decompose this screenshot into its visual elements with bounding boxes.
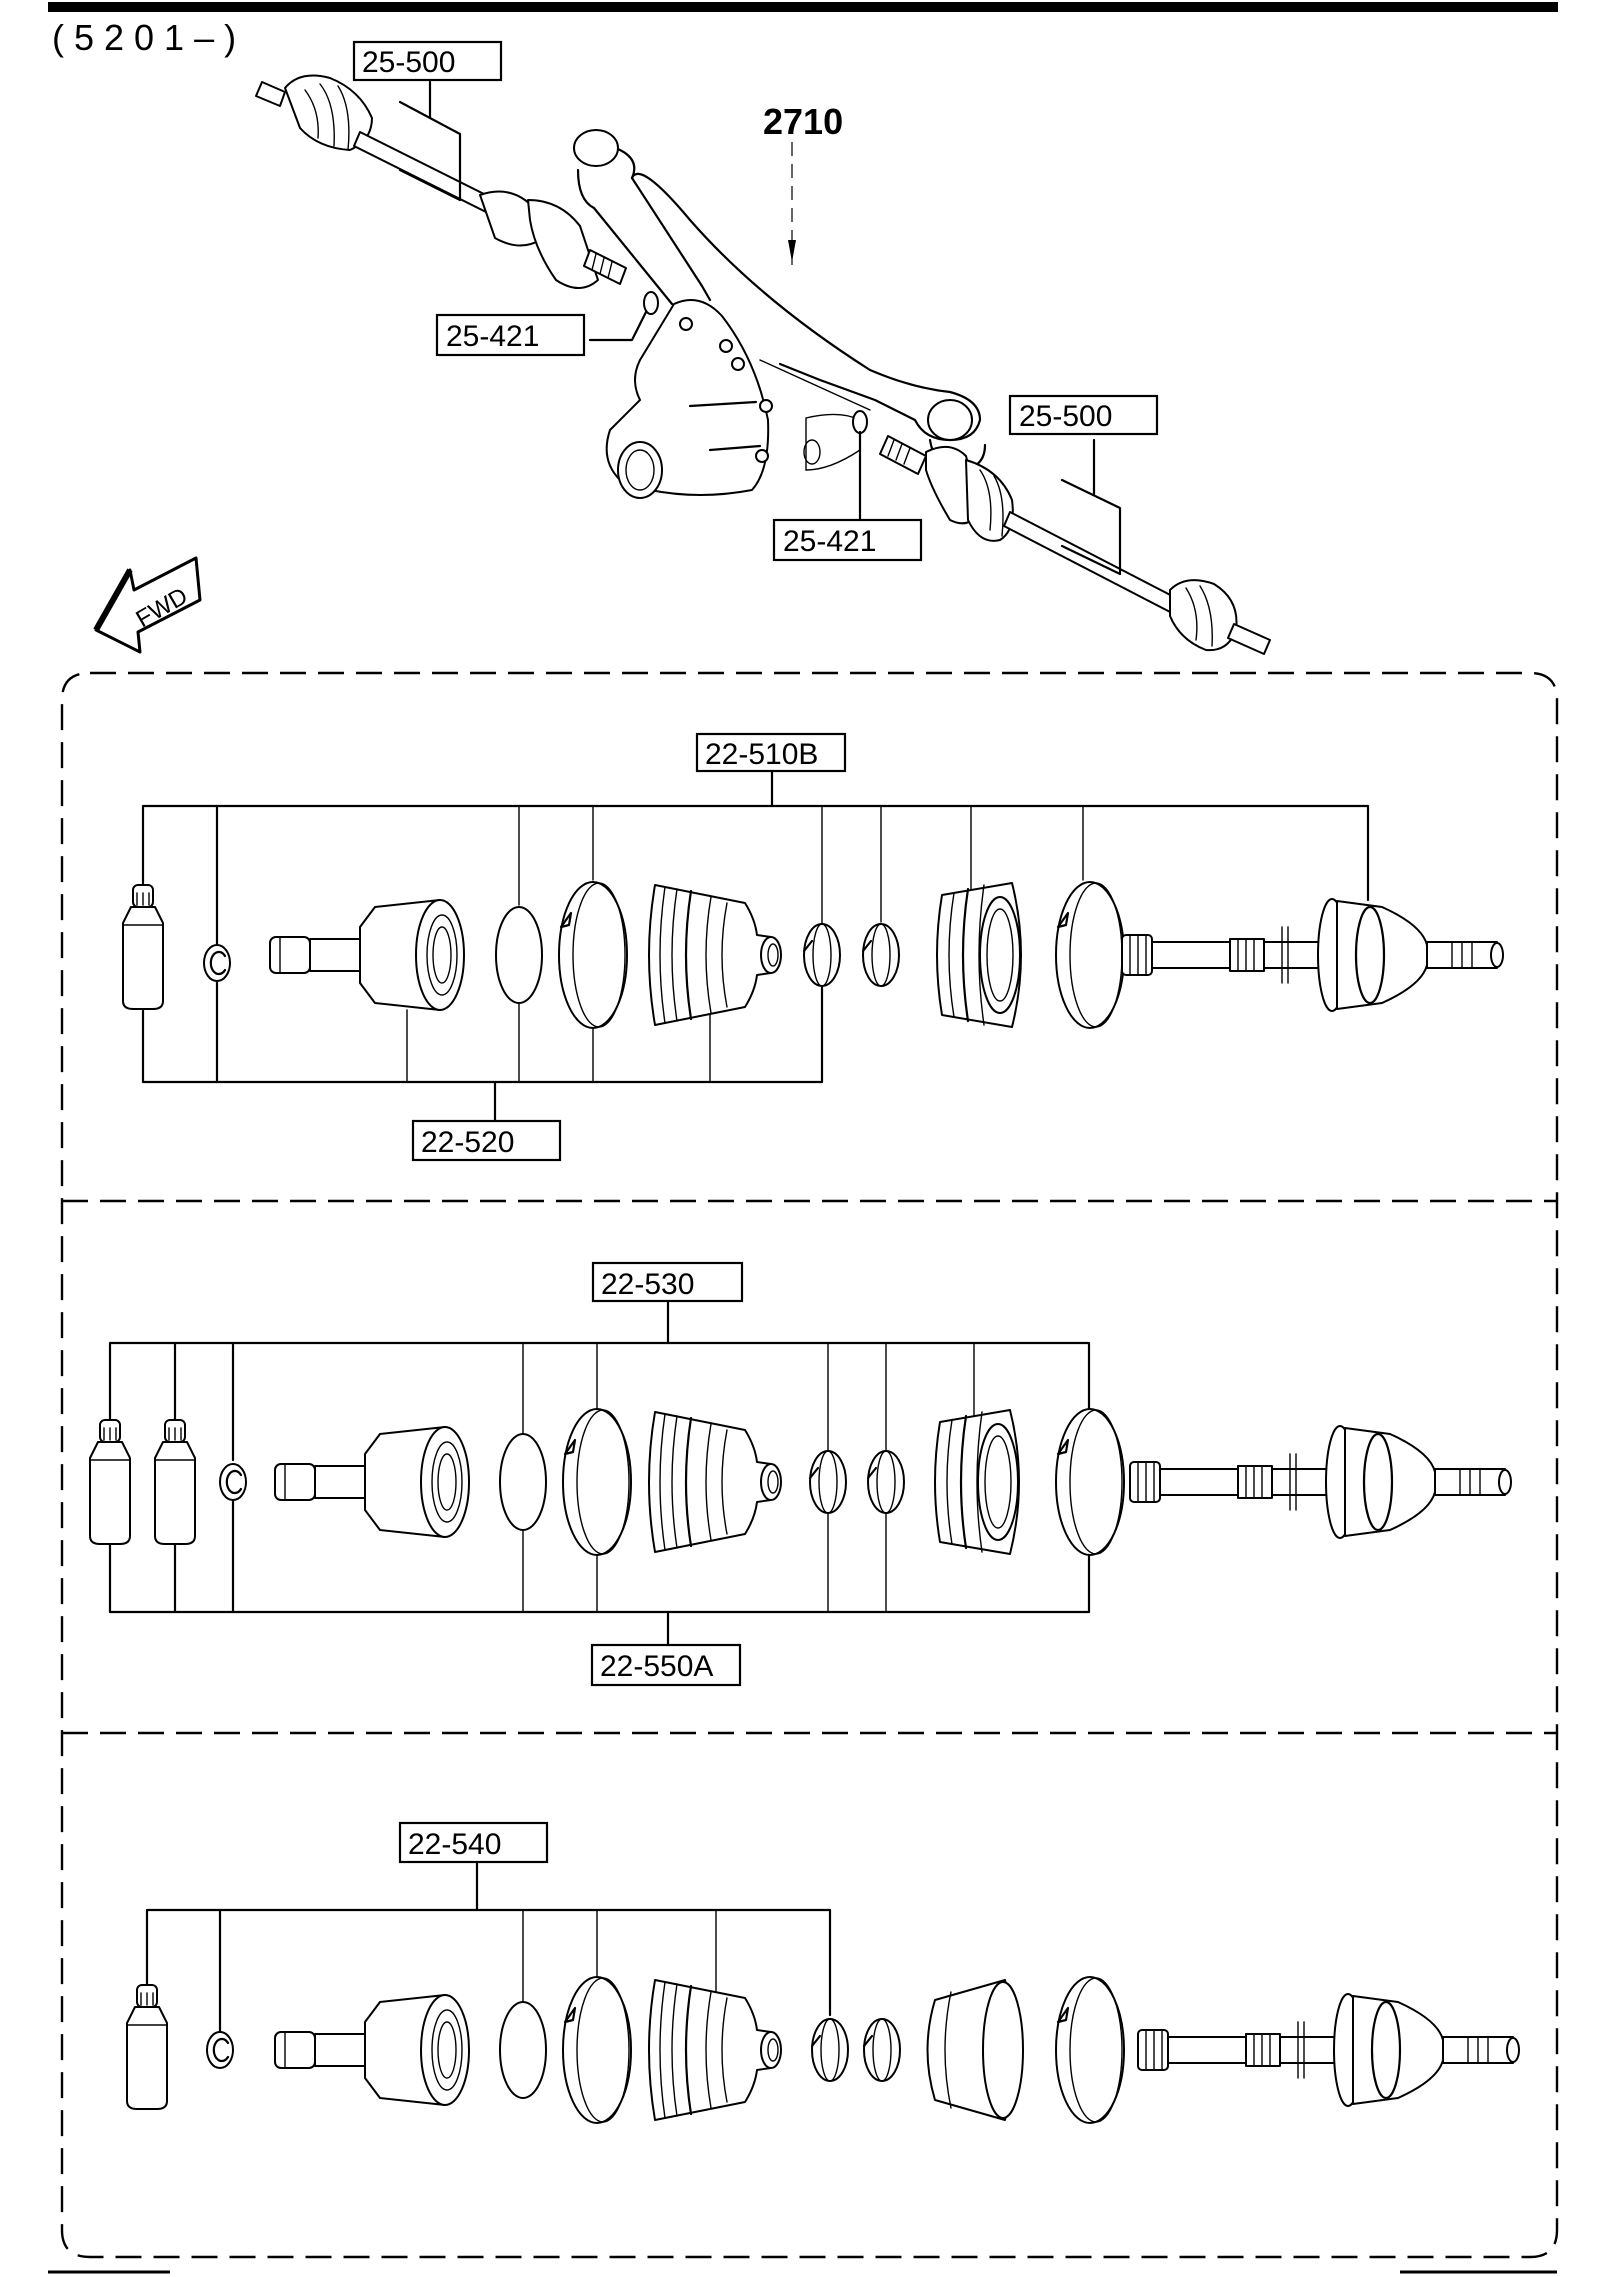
outer-boot-smooth	[926, 1979, 1024, 2121]
boot-band-large	[561, 1407, 633, 1557]
right-half-shaft	[879, 435, 1271, 655]
kit-panel	[60, 671, 1559, 2259]
circlip	[202, 943, 232, 983]
callout-22-540[interactable]: 22-540	[398, 1821, 549, 1864]
left-clip-ring	[643, 291, 659, 315]
boot-band-small-2	[866, 1449, 906, 1515]
grease-tube-2	[154, 1419, 196, 1545]
svg-text:25-421: 25-421	[783, 525, 876, 558]
o-ring	[499, 2001, 547, 2099]
left-half-shaft	[255, 74, 627, 289]
callout-22-510B[interactable]: 22-510B	[695, 732, 847, 773]
inner-boot	[647, 1410, 783, 1554]
callout-25-500-right[interactable]: 25-500	[1008, 394, 1159, 436]
grease-tube	[126, 1984, 168, 2110]
outer-boot	[935, 881, 1023, 1029]
inner-boot	[647, 883, 783, 1027]
svg-text:25-500: 25-500	[1019, 400, 1112, 433]
svg-text:22-510B: 22-510B	[705, 738, 818, 771]
section-1: 22-510B 22-520	[122, 732, 1505, 1162]
callout-22-530[interactable]: 22-530	[591, 1261, 744, 1303]
svg-text:22-540: 22-540	[408, 1828, 501, 1861]
boot-band-small	[810, 2017, 850, 2083]
svg-text:25-500: 25-500	[362, 46, 455, 79]
inner-joint-housing	[274, 1426, 470, 1538]
boot-band-small-2	[862, 2017, 902, 2083]
circlip	[218, 1462, 248, 1502]
differential-carrier	[573, 129, 987, 499]
assembly-label-2710[interactable]: 2710	[763, 101, 843, 142]
serial-range: (5201–)	[52, 17, 246, 58]
callout-22-520[interactable]: 22-520	[411, 1119, 562, 1162]
circlip	[205, 2030, 235, 2070]
o-ring	[495, 906, 543, 1004]
boot-band-outer	[1054, 1407, 1126, 1557]
section-2: 22-530 22-550A	[89, 1261, 1513, 1687]
grease-tube	[122, 884, 164, 1010]
grease-tube-1	[89, 1419, 131, 1545]
boot-band-large	[557, 880, 629, 1030]
boot-band-large	[561, 1975, 633, 2125]
right-clip-ring	[852, 410, 868, 434]
drive-shaft	[1128, 1424, 1513, 1540]
top-rule	[48, 2, 1558, 12]
boot-band-outer	[1054, 1975, 1126, 2125]
boot-band-small	[802, 922, 842, 988]
boot-band-outer	[1054, 880, 1126, 1030]
fwd-arrow-icon: FWD	[93, 556, 202, 654]
outer-boot	[933, 1408, 1021, 1556]
svg-text:22-520: 22-520	[421, 1126, 514, 1159]
boot-band-small	[808, 1449, 848, 1515]
callout-25-421-right[interactable]: 25-421	[772, 518, 923, 562]
o-ring	[499, 1433, 547, 1531]
inner-joint-housing	[274, 1994, 470, 2106]
callout-25-421-left[interactable]: 25-421	[435, 313, 586, 357]
inner-boot	[647, 1978, 783, 2122]
section-3: 22-540	[126, 1821, 1521, 2125]
callout-22-550A[interactable]: 22-550A	[590, 1643, 742, 1687]
drive-shaft	[1136, 1992, 1521, 2108]
svg-text:22-530: 22-530	[601, 1268, 694, 1301]
overview-assembly: 25-500 25-421 25-500 25-421 2710 FWD	[93, 40, 1271, 655]
svg-text:25-421: 25-421	[446, 320, 539, 353]
drive-shaft	[1120, 897, 1505, 1013]
boot-band-small-2	[861, 922, 901, 988]
callout-25-500-left[interactable]: 25-500	[352, 40, 503, 82]
svg-text:22-550A: 22-550A	[600, 1650, 713, 1683]
inner-joint-housing	[269, 899, 465, 1011]
